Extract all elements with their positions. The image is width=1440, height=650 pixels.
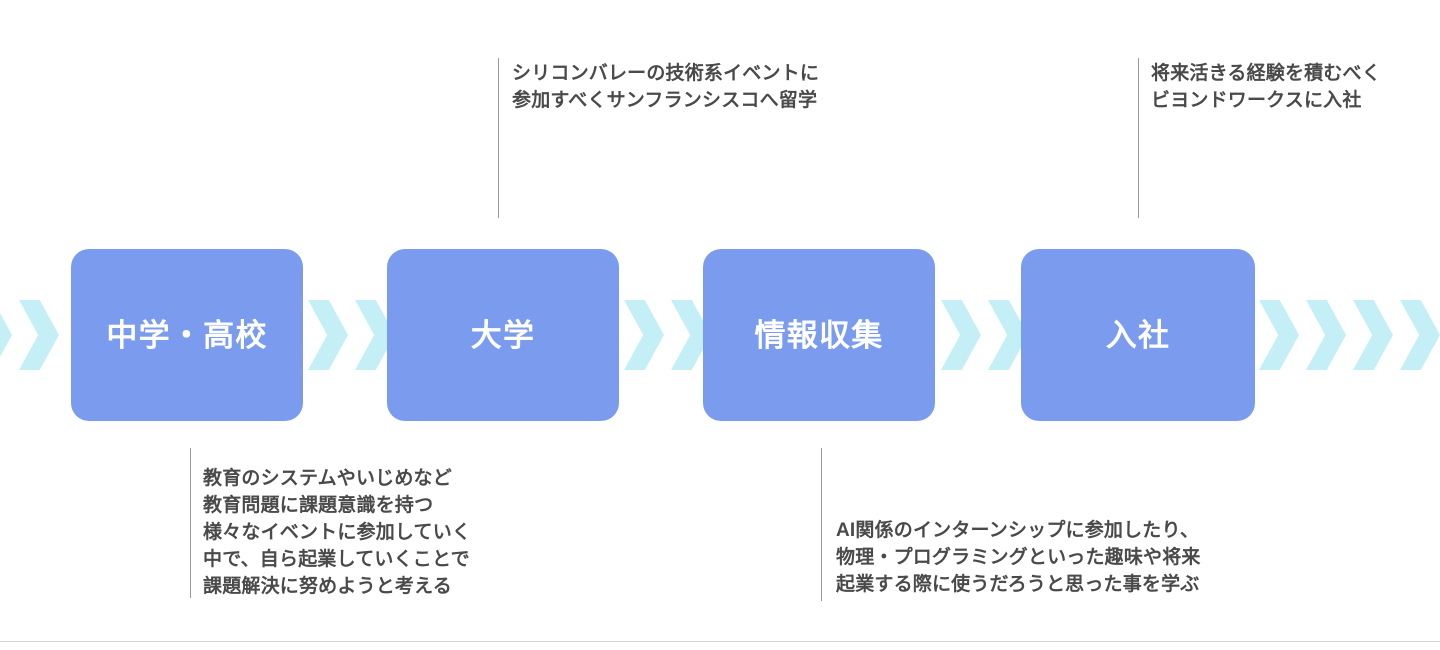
stage-label-university: 大学 [470,317,536,353]
stage-box-information-gathering[interactable]: 情報収集 [703,249,935,421]
chevron-group-right-edge [1259,300,1440,370]
annotation-information-gathering-note: AI関係のインターンシップに参加したり、 物理・プログラミングといった趣味や将来… [836,520,1201,595]
connector-line-university-note [498,58,499,218]
stage-box-junior-senior-high[interactable]: 中学・高校 [71,249,303,421]
chevron-arrow-icon [0,300,12,370]
chevron-group-between-stage2-stage3 [624,300,711,370]
connector-line-junior-senior-high-note [190,448,191,598]
chevron-arrow-icon [1259,300,1299,370]
stage-label-junior-senior-high: 中学・高校 [106,317,268,353]
annotation-junior-senior-high-note: 教育のシステムやいじめなど 教育問題に課題意識を持つ 様々なイベントに参加してい… [203,468,472,597]
stage-label-information-gathering: 情報収集 [754,317,884,353]
connector-line-information-gathering-note [821,448,822,601]
chevron-group-left-edge [0,300,59,370]
chevron-group-between-stage3-stage4 [941,300,1028,370]
annotation-university-note: シリコンバレーの技術系イベントに 参加すべくサンフランシスコへ留学 [512,63,820,111]
chevron-arrow-icon [941,300,981,370]
connector-line-joining-company-note [1138,58,1139,218]
annotation-joining-company-note: 将来活きる経験を積むべく ビヨンドワークスに入社 [1151,63,1381,111]
stage-box-joining-company[interactable]: 入社 [1021,249,1255,421]
chevron-arrow-icon [19,300,59,370]
chevron-arrow-icon [1400,300,1440,370]
chevron-arrow-icon [624,300,664,370]
chevron-arrow-icon [1353,300,1393,370]
chevron-arrow-icon [308,300,348,370]
footer-divider [0,641,1440,642]
chevron-arrow-icon [1306,300,1346,370]
stage-label-joining-company: 入社 [1105,317,1171,353]
chevron-group-between-stage1-stage2 [308,300,395,370]
stage-box-university[interactable]: 大学 [387,249,619,421]
